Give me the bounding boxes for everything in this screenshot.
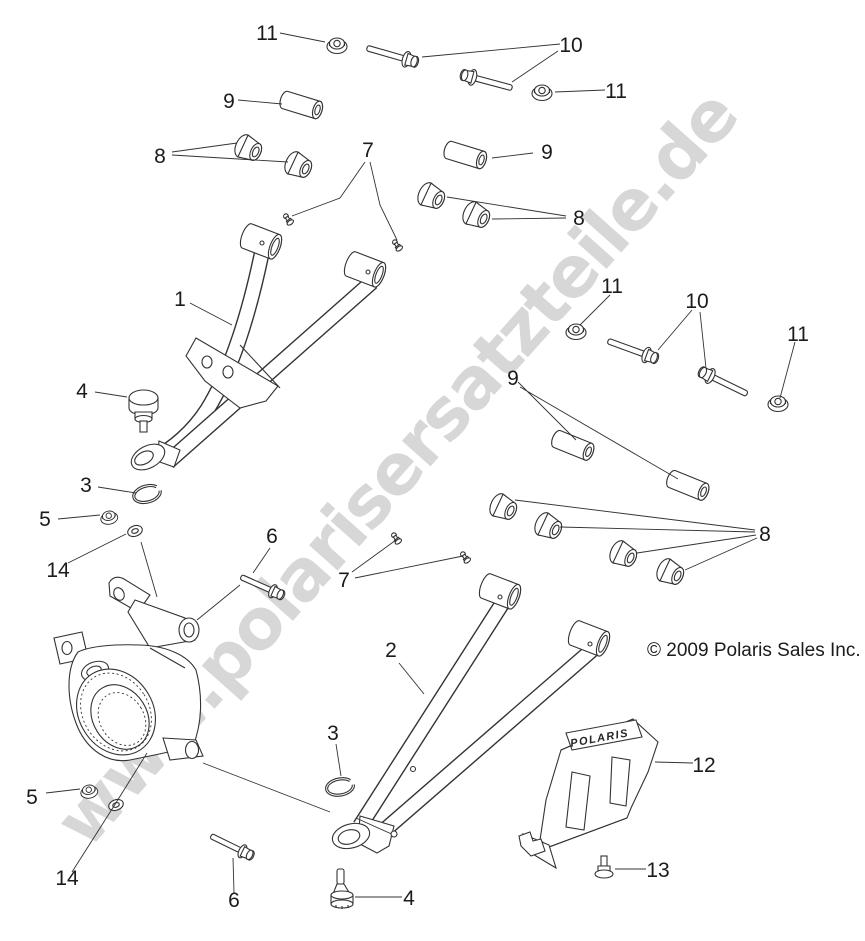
- callout-11: 11: [601, 275, 623, 298]
- arm-bushing-tube: [565, 618, 613, 659]
- frame-bolt: [457, 65, 515, 97]
- a-arm-guard: POLARIS: [518, 718, 659, 870]
- upper-a-arm: [130, 221, 389, 471]
- pivot-bushing: [606, 537, 641, 572]
- arm-bushing-tube: [476, 571, 524, 612]
- callout-6: 6: [266, 525, 278, 548]
- leader-lines: [45, 32, 796, 898]
- frame-bolt: [695, 362, 752, 402]
- callout-13: 13: [646, 859, 669, 882]
- lock-nut: [78, 782, 100, 801]
- callout-9: 9: [541, 141, 553, 164]
- pivot-bushing: [653, 555, 688, 590]
- guard-rib: [609, 756, 631, 807]
- ball-joint-lower: [330, 868, 354, 909]
- callout-14: 14: [46, 559, 70, 582]
- guard-logo-plate: [565, 719, 643, 751]
- callout-7: 7: [362, 139, 374, 162]
- washer: [125, 522, 145, 540]
- callout-5: 5: [39, 508, 51, 531]
- pivot-bushing: [281, 148, 316, 183]
- callout-10: 10: [559, 34, 582, 57]
- lower-a-arm: [331, 571, 613, 854]
- frame-bolt: [364, 39, 421, 71]
- flange-nut: [767, 395, 789, 413]
- spacer-sleeve: [548, 428, 597, 463]
- pivot-bolt: [237, 570, 288, 604]
- pivot-bolt: [207, 829, 257, 864]
- grease-fitting: [281, 211, 295, 227]
- spacer-sleeve: [663, 468, 712, 503]
- grease-fitting: [390, 237, 404, 253]
- snap-ring: [323, 775, 357, 799]
- flange-nut: [565, 323, 587, 341]
- steering-knuckle: [53, 576, 204, 762]
- callout-8: 8: [573, 207, 585, 230]
- flange-nut: [531, 84, 553, 102]
- callout-8: 8: [759, 523, 771, 546]
- snap-ring: [130, 481, 164, 507]
- callout-9: 9: [223, 90, 235, 113]
- callout-4: 4: [76, 380, 88, 403]
- callout-10: 10: [685, 290, 708, 313]
- lock-nut: [98, 508, 120, 527]
- spacer-sleeve: [441, 139, 489, 171]
- guard-rib: [565, 771, 591, 831]
- callout-labels: 11 10 11 9 9 8 7 8 1 11 10 11 4 9 3 5 8 …: [26, 22, 809, 912]
- flange-nut: [326, 37, 348, 55]
- callout-3: 3: [80, 474, 92, 497]
- callout-12: 12: [692, 754, 715, 777]
- callout-14: 14: [55, 867, 79, 890]
- callout-11: 11: [256, 22, 278, 45]
- callout-4: 4: [403, 887, 415, 910]
- callout-6: 6: [228, 889, 240, 912]
- ball-joint-upper: [128, 389, 159, 433]
- pivot-bushing: [486, 490, 521, 525]
- arm-bushing-tube: [341, 249, 389, 290]
- pivot-bushing: [459, 198, 494, 233]
- pivot-bushing: [414, 179, 449, 214]
- callout-3: 3: [327, 722, 339, 745]
- copyright-text: © 2009 Polaris Sales Inc.: [647, 640, 861, 661]
- frame-bolt: [604, 332, 662, 368]
- callout-11: 11: [605, 80, 627, 103]
- callout-11: 11: [787, 323, 809, 346]
- callout-8: 8: [154, 145, 166, 168]
- washer: [106, 796, 126, 814]
- guard-bolt: [594, 855, 614, 879]
- grease-fitting: [458, 549, 472, 565]
- callout-1: 1: [174, 288, 186, 311]
- spacer-sleeve: [277, 89, 325, 121]
- callout-7: 7: [338, 569, 350, 592]
- callout-2: 2: [385, 639, 397, 662]
- callout-5: 5: [26, 786, 38, 809]
- callout-9: 9: [507, 367, 519, 390]
- pivot-bushing: [531, 509, 566, 544]
